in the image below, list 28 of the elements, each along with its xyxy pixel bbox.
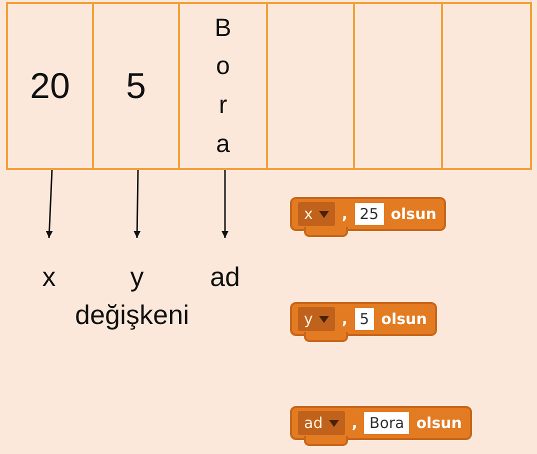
arrow xyxy=(222,170,228,238)
memory-cell xyxy=(178,2,268,170)
block-text: olsun xyxy=(381,310,427,328)
variable-name: y xyxy=(130,262,144,293)
value-field: 5 xyxy=(354,308,374,330)
variable-name: x xyxy=(42,262,56,293)
variable-dropdown: y xyxy=(298,307,335,331)
memory-cell xyxy=(353,2,443,170)
comma-text: , xyxy=(342,310,348,328)
block-text: olsun xyxy=(416,414,462,432)
arrow xyxy=(134,170,141,238)
variable-dropdown: x xyxy=(298,202,335,226)
variable-name: ad xyxy=(210,262,240,293)
cell-value: Bora xyxy=(214,12,232,160)
value-field: Bora xyxy=(364,412,410,434)
arrow xyxy=(46,170,53,238)
cell-value: 5 xyxy=(126,65,146,107)
memory-cell xyxy=(441,2,532,170)
variable-dropdown: ad xyxy=(298,411,345,435)
memory-cell xyxy=(6,2,94,170)
block-text: olsun xyxy=(390,205,436,223)
comma-text: , xyxy=(352,414,358,432)
cell-value: 20 xyxy=(30,65,70,107)
memory-cell xyxy=(92,2,180,170)
caption-text: değişkeni xyxy=(75,300,190,331)
value-field: 25 xyxy=(354,203,384,225)
memory-cell xyxy=(266,2,355,170)
comma-text: , xyxy=(342,205,348,223)
